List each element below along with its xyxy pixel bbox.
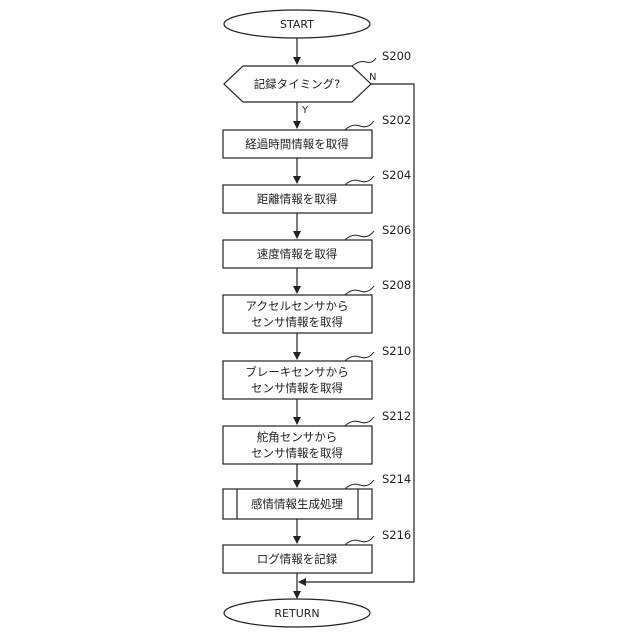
process-label-line2: センサ情報を取得 <box>251 446 343 460</box>
process-s216: ログ情報を記録 S216 <box>223 528 411 573</box>
step-label-s204: S204 <box>382 168 411 182</box>
step-leader-s210 <box>345 352 374 361</box>
step-label-s206: S206 <box>382 223 411 237</box>
step-leader-s212 <box>345 417 374 426</box>
process-label: ログ情報を記録 <box>257 552 338 566</box>
process-s202: 経過時間情報を取得 S202 <box>223 113 411 158</box>
step-leader-s216 <box>345 536 374 545</box>
process-label-line1: 舵角センサから <box>257 430 338 444</box>
start-terminal: START <box>224 10 370 38</box>
step-leader-s202 <box>345 121 374 130</box>
return-label: RETURN <box>274 607 319 620</box>
start-label: START <box>280 18 314 31</box>
step-label-s216: S216 <box>382 528 411 542</box>
process-label-line2: センサ情報を取得 <box>251 315 343 329</box>
no-branch-label: N <box>369 72 376 83</box>
step-leader-s214 <box>345 480 374 489</box>
process-label: 経過時間情報を取得 <box>245 137 349 151</box>
process-label: 速度情報を取得 <box>257 247 338 261</box>
process-label-line2: センサ情報を取得 <box>251 381 343 395</box>
process-label: 感情情報生成処理 <box>251 497 343 511</box>
step-label-s202: S202 <box>382 113 411 127</box>
step-label-s212: S212 <box>382 409 411 423</box>
decision-recording-timing: 記録タイミング? S200 <box>224 49 411 102</box>
step-label-s210: S210 <box>382 344 411 358</box>
step-label-s214: S214 <box>382 472 411 486</box>
process-s204: 距離情報を取得 S204 <box>223 168 411 213</box>
process-s206: 速度情報を取得 S206 <box>223 223 411 268</box>
return-terminal: RETURN <box>224 599 370 627</box>
step-leader-s200 <box>352 58 376 66</box>
step-leader-s206 <box>345 231 374 240</box>
step-label-s200: S200 <box>382 49 411 63</box>
process-s210: ブレーキセンサから センサ情報を取得 S210 <box>223 344 411 399</box>
step-label-s208: S208 <box>382 278 411 292</box>
process-label-line1: アクセルセンサから <box>246 299 349 313</box>
process-s212: 舵角センサから センサ情報を取得 S212 <box>223 409 411 464</box>
process-s208: アクセルセンサから センサ情報を取得 S208 <box>223 278 411 333</box>
decision-label: 記録タイミング? <box>254 77 341 91</box>
step-leader-s204 <box>345 176 374 185</box>
predefined-process-s214: 感情情報生成処理 S214 <box>223 472 411 519</box>
yes-branch-label: Y <box>301 105 309 116</box>
step-leader-s208 <box>345 286 374 295</box>
process-label-line1: ブレーキセンサから <box>245 365 349 379</box>
process-label: 距離情報を取得 <box>257 192 338 206</box>
